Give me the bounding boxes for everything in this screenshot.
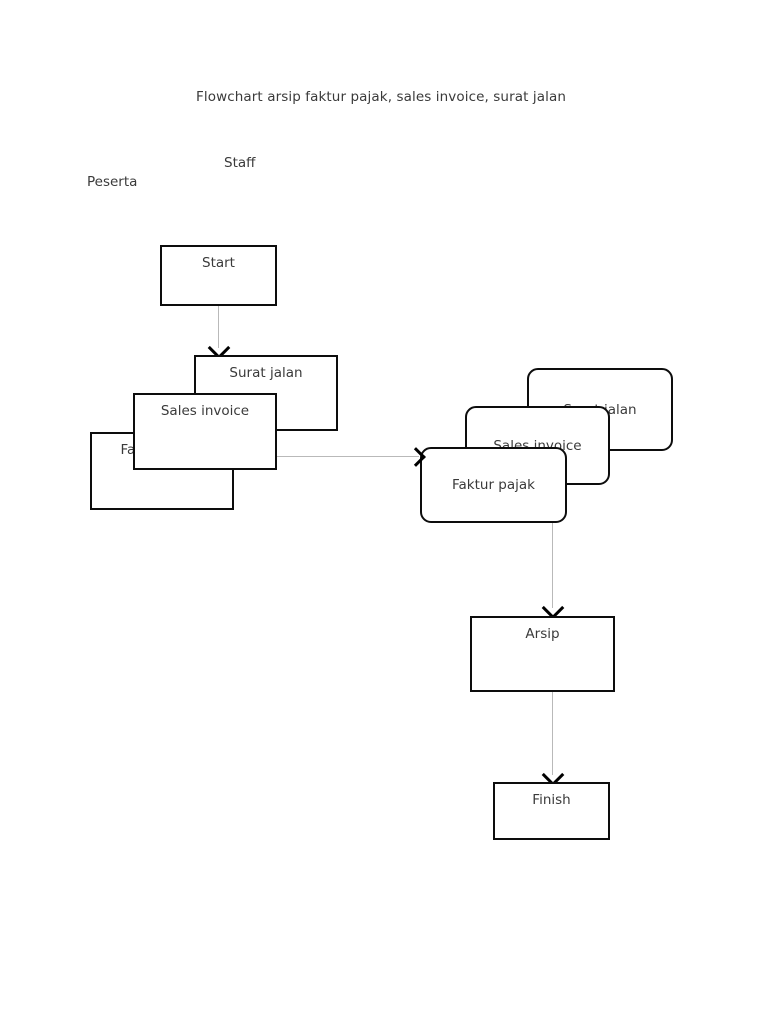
node-start-label: Start [202, 255, 235, 271]
node-arsip-label: Arsip [525, 626, 560, 642]
node-arsip[interactable]: Arsip [470, 616, 615, 692]
connector-arsip-to-finish [552, 692, 553, 775]
lane-label-staff: Staff [224, 155, 256, 171]
connector-start-to-docs-left [218, 306, 219, 348]
lane-label-peserta: Peserta [87, 174, 138, 190]
connector-docs-left-to-docs-right [277, 456, 419, 457]
node-finish[interactable]: Finish [493, 782, 610, 840]
page-title: Flowchart arsip faktur pajak, sales invo… [196, 89, 566, 105]
node-finish-label: Finish [532, 792, 571, 808]
doc-left-sales-invoice[interactable]: Sales invoice [133, 393, 277, 470]
doc-right-faktur-pajak[interactable]: Faktur pajak [420, 447, 567, 523]
node-start[interactable]: Start [160, 245, 277, 306]
doc-left-surat-jalan-label: Surat jalan [229, 365, 303, 381]
connector-docs-right-to-arsip [552, 523, 553, 608]
doc-right-faktur-pajak-label: Faktur pajak [452, 477, 535, 493]
doc-left-sales-invoice-label: Sales invoice [160, 403, 250, 419]
